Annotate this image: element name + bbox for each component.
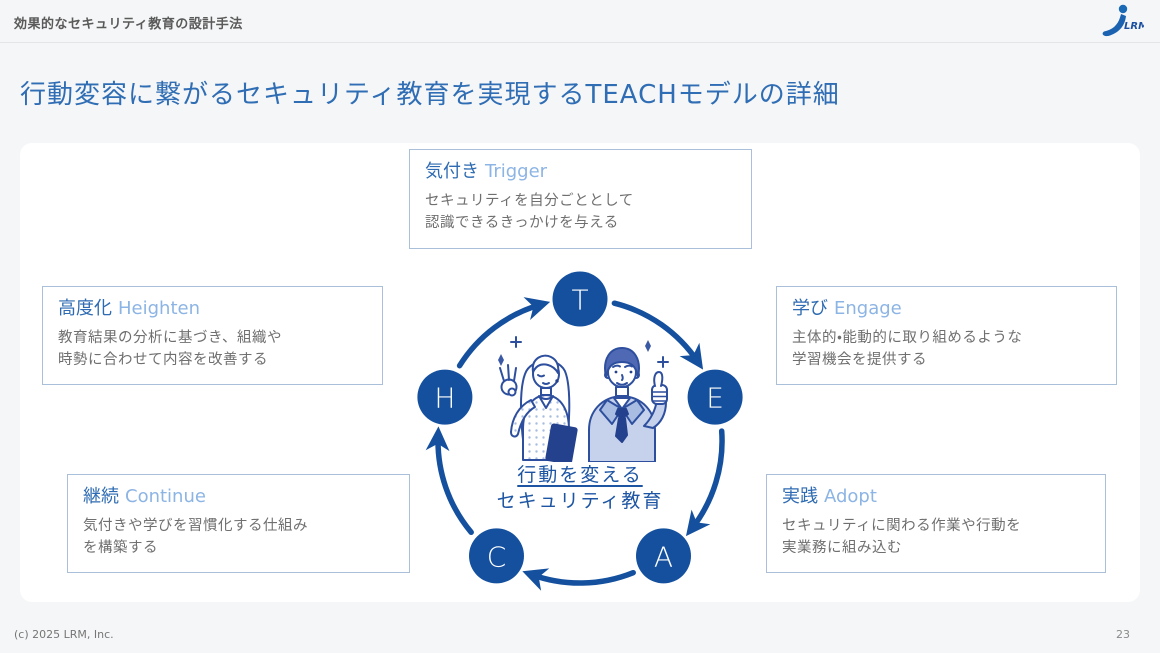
node-c-letter: C — [487, 540, 507, 573]
node-t-letter: T — [571, 284, 588, 317]
sparkle-icon — [657, 356, 669, 368]
sparkle-icon — [645, 340, 651, 352]
copyright: (c) 2025 LRM, Inc. — [14, 628, 114, 641]
node-h-letter: H — [434, 382, 455, 415]
node-a: A — [636, 528, 691, 584]
arrow-t-to-e — [611, 300, 704, 370]
lrm-logo-text: LRM — [1124, 21, 1144, 32]
node-a-letter: A — [654, 540, 673, 573]
deck-title: 効果的なセキュリティ教育の設計手法 — [14, 17, 243, 32]
people-illustration — [498, 336, 669, 462]
header: 効果的なセキュリティ教育の設計手法 LRM — [0, 0, 1160, 43]
cycle-center-caption: 行動を変える セキュリティ教育 — [430, 462, 730, 514]
caption-line1: 行動を変える — [517, 464, 643, 486]
card-continue-body: 気付きや学びを習慣化する仕組み を構築する — [83, 517, 308, 556]
man-figure — [588, 347, 668, 462]
node-e: E — [687, 369, 743, 425]
arrow-h-to-t — [456, 297, 551, 369]
card-adopt-body: セキュリティに関わる作業や行動を 実業務に組み込む — [782, 517, 1022, 556]
cycle-nodes: T E A C H — [417, 271, 743, 584]
card-heighten-body: 教育結果の分析に基づき、組織や 時勢に合わせて内容を改善する — [58, 329, 282, 368]
sparkle-icon — [498, 354, 504, 366]
node-t: T — [552, 271, 608, 327]
arrow-c-to-h — [425, 426, 474, 536]
card-engage-body: 主体的・能動的に取り組めるような 学習機会を提供する — [792, 329, 1023, 368]
teach-cycle-diagram: T E A C H — [417, 271, 743, 591]
card-trigger-body: セキュリティを自分ごととして 認識できるきっかけを与える — [425, 192, 634, 231]
sparkle-icon — [510, 336, 522, 348]
caption-line2: セキュリティ教育 — [496, 490, 664, 512]
cycle-arrows — [425, 297, 725, 591]
page-number: 23 — [1116, 628, 1130, 641]
node-h: H — [417, 369, 473, 425]
page-title: 行動変容に繋がるセキュリティ教育を実現するTEACHモデルの詳細 — [20, 80, 840, 110]
content-panel: T E A C H — [20, 143, 1140, 602]
node-e-letter: E — [706, 382, 724, 415]
arrow-e-to-a — [685, 428, 725, 537]
lrm-logo-icon: LRM — [1102, 4, 1144, 37]
node-c: C — [469, 528, 524, 584]
woman-figure — [499, 354, 578, 462]
arrow-a-to-c — [522, 568, 636, 591]
